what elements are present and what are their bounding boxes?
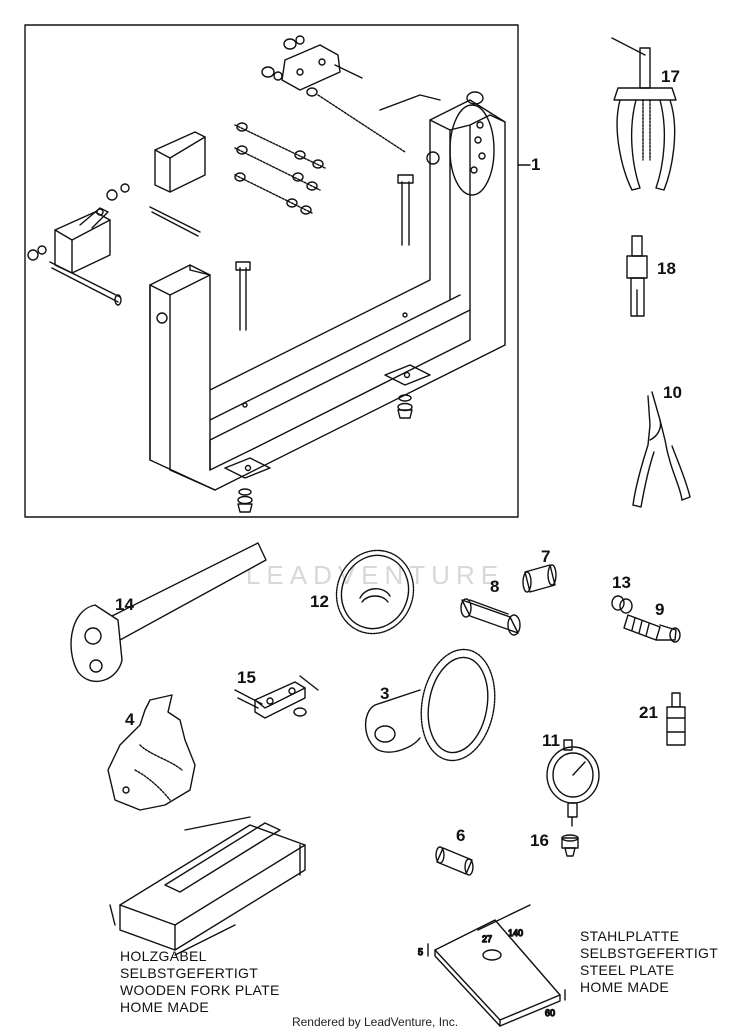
callout-15: 15 [237, 668, 256, 687]
callout-11: 11 [542, 731, 560, 750]
callout-16: 16 [530, 831, 549, 850]
wooden-label-line-4: HOME MADE [120, 999, 210, 1015]
engine-stand [149, 91, 506, 513]
holding-wrench-14 [70, 542, 267, 683]
callout-10: 10 [663, 383, 682, 402]
steel-plate-label: STAHLPLATTE SELBSTGEFERTIGT STEEL PLATE … [580, 928, 718, 996]
footer-credit: Rendered by LeadVenture, Inc. [291, 1015, 459, 1029]
wooden-label-line-2: SELBSTGEFERTIGT [120, 965, 259, 981]
loctite-bottle-21 [666, 692, 686, 746]
steel-label-line-3: STEEL PLATE [580, 962, 675, 978]
watermark-text: LEADVENTURE [245, 560, 505, 590]
steel-label-line-2: SELBSTGEFERTIGT [580, 945, 719, 961]
tool-15 [234, 675, 319, 719]
steel-plate-hole-dim: 27 [482, 934, 492, 944]
holder-4 [107, 694, 196, 811]
degree-disc-12 [335, 549, 415, 635]
callout-14: 14 [115, 595, 134, 614]
part-13 [611, 595, 633, 614]
steel-label-line-4: HOME MADE [580, 979, 670, 995]
callout-3: 3 [380, 684, 390, 703]
adapter-16 [561, 834, 579, 857]
part-9 [623, 614, 681, 643]
wooden-label-line-1: HOLZGABEL [120, 948, 207, 964]
callout-13: 13 [612, 573, 631, 592]
callout-12: 12 [310, 592, 329, 611]
callout-7: 7 [541, 547, 551, 566]
assembly-frame-box [24, 24, 519, 518]
steel-plate [427, 904, 566, 1027]
callout-17: 17 [661, 67, 680, 86]
callout-18: 18 [657, 259, 676, 278]
tool-18 [626, 235, 648, 317]
dial-gauge-11 [546, 739, 600, 827]
stand-brackets [27, 35, 363, 306]
callout-6: 6 [456, 826, 466, 845]
puller-tool-17 [611, 37, 677, 191]
callout-21: 21 [639, 703, 658, 722]
callout-8: 8 [490, 577, 500, 596]
clutch-holder-3 [364, 648, 496, 762]
steel-label-line-1: STAHLPLATTE [580, 928, 680, 944]
callout-9: 9 [655, 600, 665, 619]
steel-plate-thickness-dim: 5 [418, 947, 423, 957]
sleeve-8 [460, 598, 521, 636]
wooden-fork-plate [109, 816, 306, 956]
wooden-fork-plate-label: HOLZGABEL SELBSTGEFERTIGT WOODEN FORK PL… [120, 948, 280, 1016]
callout-1: 1 [531, 155, 541, 174]
wooden-label-line-3: WOODEN FORK PLATE [120, 982, 280, 998]
steel-plate-length-dim: 140 [508, 928, 523, 938]
sleeve-6 [435, 846, 474, 876]
circlip-pliers-10 [632, 391, 691, 508]
sleeve-7 [522, 564, 557, 593]
callout-4: 4 [125, 710, 135, 729]
steel-plate-width-dim: 60 [545, 1008, 555, 1018]
